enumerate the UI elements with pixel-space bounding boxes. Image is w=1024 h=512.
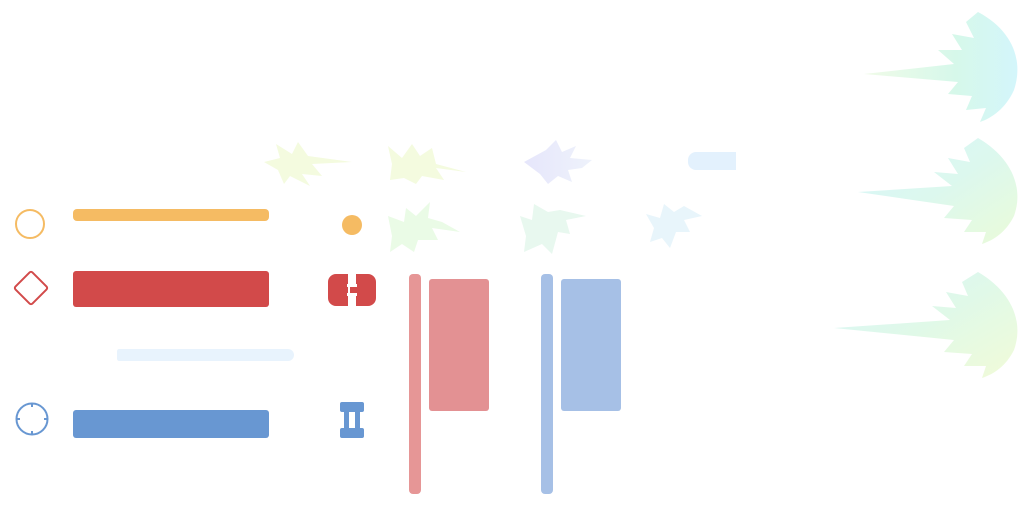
blue-bar [73,410,269,438]
faint-pill [688,152,736,170]
red-bar [73,271,269,307]
red-thin-column [409,274,421,494]
crosshair-circle-icon [15,402,49,436]
red-wide-column [429,279,489,411]
circle-outline-icon [15,209,45,239]
orange-bar [73,209,269,221]
pillar-icon [340,402,364,438]
clamp-icon [328,274,376,306]
splash-shape [524,140,592,184]
splash-shape [388,144,466,184]
dot-icon [342,215,362,235]
splash-shape [264,142,352,186]
blue-wide-column [561,279,621,411]
gradient-flame-shape [864,12,1018,122]
splash-shape [520,204,586,254]
splash-shape [388,202,460,252]
splash-shape [646,204,702,248]
gradient-flame-shape [858,138,1018,244]
gradient-flame-shape [834,272,1018,378]
blue-thin-column [541,274,553,494]
diamond-outline-icon [12,269,50,307]
faint-bar [117,349,294,361]
